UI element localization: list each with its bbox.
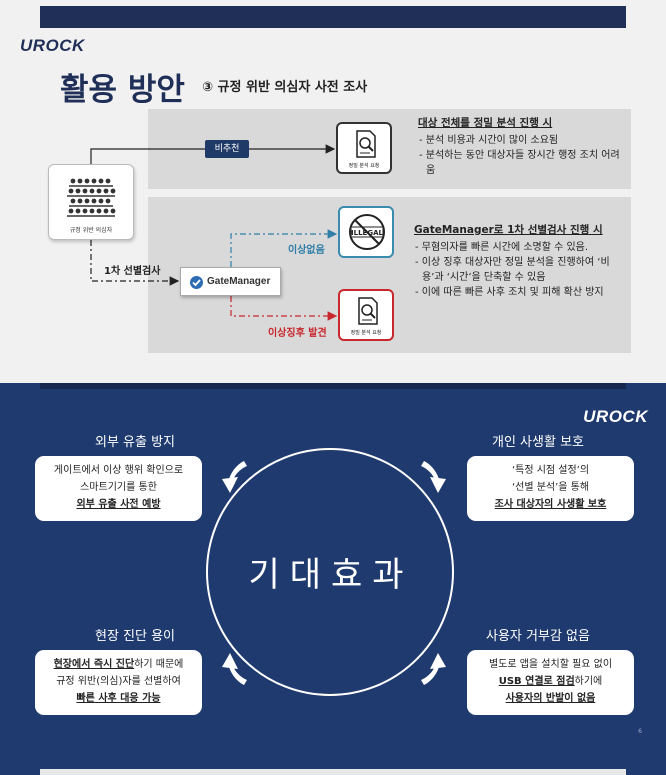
effects-circle — [206, 448, 454, 696]
effect-line-bold: 현장에서 즉시 진단 — [53, 659, 135, 670]
effect-line: 별도로 앱을 설치할 필요 없이 — [488, 659, 613, 670]
detailed-analysis-card: 정밀 분석 요청 — [336, 122, 392, 174]
page-subtitle: ③ 규정 위반 의심자 사전 조사 — [202, 80, 368, 95]
effect-title-onsite-diagnosis: 현장 진단 용이 — [94, 629, 176, 644]
suspicious-analysis-card: 정밀 분석 요청 — [338, 289, 394, 341]
gatemanager-heading: GateManager로 1차 선별검사 진행 시 — [414, 224, 603, 236]
expected-effects-title: 기대효과 — [248, 555, 414, 595]
gatemanager-name: GateManager — [207, 276, 271, 287]
header-bar — [40, 383, 626, 389]
gatemanager-card: GateManager — [180, 267, 281, 296]
effect-line-rest: 하기에 — [574, 676, 603, 687]
effect-line-bold: 조사 대상자의 사생활 보호 — [494, 499, 607, 510]
effect-title-privacy: 개인 사생활 보호 — [492, 435, 584, 450]
effect-line-bold: 사용자의 반발이 없음 — [505, 693, 596, 704]
effect-card-leak-prevention: 게이트에서 이상 행위 확인으로 스마트기기를 통한 외부 유출 사전 예방 — [35, 456, 202, 521]
gatemanager-info: GateManager로 1차 선별검사 진행 시 - 무혐의자를 빠른 시간에… — [414, 223, 626, 300]
urock-logo: UROCK — [20, 36, 85, 55]
info-item: - 무혐의자를 빠른 시간에 소명할 수 있음. — [415, 242, 589, 253]
effect-line: 규정 위반(의심)자를 선별하여 — [56, 676, 181, 687]
full-analysis-info: 대상 전체를 정밀 분석 진행 시 - 분석 비용과 시간이 많이 소요됨 - … — [418, 116, 628, 178]
effect-line: ‘선별 분석’을 통해 — [511, 482, 590, 493]
effect-line-bold: USB 연결로 점검 — [498, 676, 575, 687]
flow-connectors — [90, 144, 338, 321]
effect-line: ‘특정 시점 설정’의 — [511, 465, 590, 476]
document-magnifier-icon — [358, 297, 378, 325]
urock-logo: UROCK — [583, 407, 648, 426]
effect-line: 스마트기기를 통한 — [80, 482, 157, 493]
page-title: 활용 방안 — [60, 72, 185, 108]
detailed-analysis-label: 정밀 분석 요청 — [348, 163, 380, 169]
gatemanager-logo-icon — [190, 276, 203, 289]
illegal-stamp-icon: ILLEGAL — [349, 214, 385, 250]
info-item: - 이상 징후 대상자만 정밀 분석을 진행하여 ‘비용’과 ‘시간’을 단축할… — [415, 257, 610, 283]
anomaly-found-label: 이상징후 발견 — [268, 328, 327, 339]
effect-line-bold: 외부 유출 사전 예방 — [76, 499, 161, 510]
effect-card-no-resistance: 별도로 앱을 설치할 필요 없이 USB 연결로 점검하기에 사용자의 반발이 … — [467, 650, 634, 715]
no-issue-label: 이상없음 — [288, 245, 325, 256]
full-analysis-heading: 대상 전체를 정밀 분석 진행 시 — [418, 117, 553, 129]
info-item: - 분석하는 동안 대상자들 장시간 행정 조치 어려움 — [419, 150, 620, 176]
people-group-icon — [67, 178, 116, 217]
effect-card-privacy: ‘특정 시점 설정’의 ‘선별 분석’을 통해 조사 대상자의 사생활 보호 — [467, 456, 634, 521]
footer-bar — [40, 769, 626, 775]
suspect-group-card: 규정 위반 의심자 — [48, 164, 134, 240]
effect-title-leak-prevention: 외부 유출 방지 — [94, 435, 176, 450]
slide-expected-effects: UROCK 기대효과 외부 유출 방지 게이트에서 이상 행위 확인으로 스마트… — [0, 383, 666, 775]
effect-card-onsite-diagnosis: 현장에서 즉시 진단하기 때문에 규정 위반(의심)자를 선별하여 빠른 사후 … — [35, 650, 202, 715]
info-item: - 이에 따른 빠른 사후 조치 및 피해 확산 방지 — [415, 287, 604, 298]
not-recommended-tag: 비추천 — [205, 140, 249, 158]
slide-usage-plan: UROCK 활용 방안 ③ 규정 위반 의심자 사전 조사 — [0, 0, 666, 383]
document-magnifier-icon — [356, 130, 376, 158]
header-bar — [40, 6, 626, 28]
suspicious-analysis-label: 정밀 분석 요청 — [350, 330, 382, 336]
effect-line: 현장에서 즉시 진단하기 때문에 — [35, 656, 202, 673]
curved-arrow-icon — [222, 461, 446, 685]
no-issue-card: ILLEGAL — [338, 206, 394, 258]
effect-line-bold: 빠른 사후 대응 가능 — [76, 693, 161, 704]
effect-line: 게이트에서 이상 행위 확인으로 — [53, 465, 184, 476]
effect-line: USB 연결로 점검하기에 — [467, 673, 634, 690]
effect-title-no-resistance: 사용자 거부감 없음 — [486, 629, 590, 644]
info-item: - 분석 비용과 시간이 많이 소요됨 — [419, 135, 559, 146]
suspect-group-label: 규정 위반 의심자 — [69, 227, 113, 234]
effect-line-rest: 하기 때문에 — [134, 659, 184, 670]
first-screening-label: 1차 선별검사 — [104, 266, 161, 277]
page-number: 6 — [638, 728, 642, 735]
curved-arrows — [222, 461, 446, 685]
